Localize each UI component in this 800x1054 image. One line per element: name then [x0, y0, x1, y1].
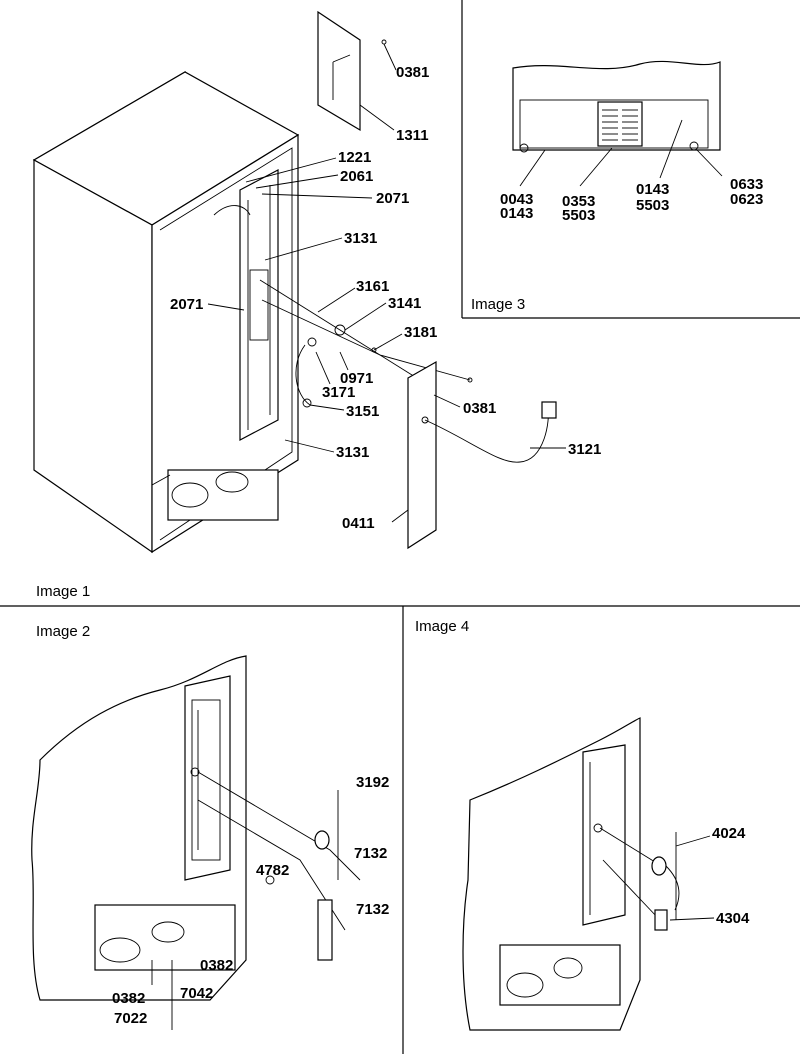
image2-callouts: 3192 7132 4782 7132 0382 0382 7042 7022 [112, 774, 389, 1027]
callout-3192: 3192 [356, 774, 389, 791]
callout-5503-right: 5503 [636, 197, 669, 214]
image3-callouts: 0043 0143 0353 5503 0143 5503 0633 0623 [500, 176, 763, 224]
image3-caption: Image 3 [471, 296, 525, 313]
callout-7042: 7042 [180, 985, 213, 1002]
callout-0382-left: 0382 [112, 990, 145, 1007]
callout-3141: 3141 [388, 295, 421, 312]
image1-leaders [207, 43, 566, 523]
callout-5503: 5503 [562, 207, 595, 224]
callout-0382: 0382 [200, 957, 233, 974]
callout-0411: 0411 [342, 515, 375, 532]
callout-2061: 2061 [340, 168, 373, 185]
callout-3161: 3161 [356, 278, 389, 295]
callout-0143-right: 0143 [636, 181, 669, 198]
image4-caption: Image 4 [415, 618, 469, 635]
callout-3181: 3181 [404, 324, 437, 341]
callout-0633: 0633 [730, 176, 763, 193]
callout-1221: 1221 [338, 149, 371, 166]
callout-0971: 0971 [340, 370, 373, 387]
image4-callouts: 4024 4304 [712, 825, 750, 927]
callout-0143: 0143 [500, 205, 533, 222]
image1-drawing [32, 10, 557, 554]
cabinet-left-face [33, 158, 153, 554]
callout-0353: 0353 [562, 193, 595, 210]
callout-0381-lower: 0381 [463, 400, 496, 417]
callout-2071-left: 2071 [170, 296, 203, 313]
callout-3171: 3171 [322, 384, 355, 401]
bracket-1311 [317, 10, 361, 132]
callout-7132-lower: 7132 [356, 901, 389, 918]
image1-caption: Image 1 [36, 583, 90, 600]
cover-panel-0411 [407, 360, 437, 550]
callout-7132: 7132 [354, 845, 387, 862]
callout-2071: 2071 [376, 190, 409, 207]
callout-0381: 0381 [396, 64, 429, 81]
image2-drawing [31, 655, 361, 1030]
callout-7022: 7022 [114, 1010, 147, 1027]
image2-caption: Image 2 [36, 623, 90, 640]
callout-0043: 0043 [500, 191, 533, 208]
image4-leaders [669, 835, 715, 921]
callout-3121: 3121 [568, 441, 601, 458]
callout-3151: 3151 [346, 403, 379, 420]
callout-3131: 3131 [344, 230, 377, 247]
image1-callouts: 0381 1311 1221 2061 2071 3131 2071 3161 … [170, 64, 601, 532]
callout-4304: 4304 [716, 910, 750, 927]
callout-4782: 4782 [256, 862, 289, 879]
callout-3131-lower: 3131 [336, 444, 369, 461]
image4-drawing [462, 717, 680, 1031]
callout-1311: 1311 [396, 127, 429, 144]
callout-4024: 4024 [712, 825, 746, 842]
image3-drawing [512, 60, 723, 187]
callout-0623: 0623 [730, 191, 763, 208]
